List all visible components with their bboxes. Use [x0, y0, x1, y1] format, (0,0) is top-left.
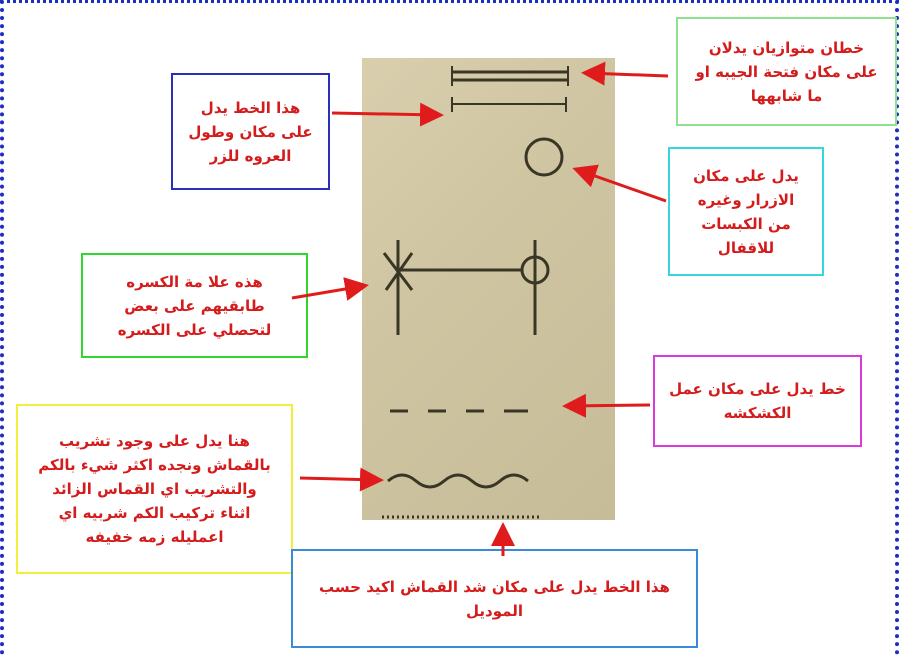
note-fold-mark-text: هذه علا مة الكسره طابقيهم على بعض لتحصلي… — [117, 272, 272, 339]
arrow-ease-line — [299, 467, 384, 492]
note-ease-line: هنا يدل على وجود تشريب بالقماش ونجده اكث… — [16, 404, 293, 574]
note-grain-line-text: هذا الخط يدل على مكان شد القماش اكيد حسب… — [319, 577, 670, 620]
buttonhole-symbol — [451, 97, 567, 112]
note-buttonhole-text: هذا الخط يدل على مكان وطول العروه للزر — [188, 98, 313, 165]
arrow-fold-mark — [291, 277, 369, 301]
pattern-paper — [362, 58, 615, 520]
note-button-place: يدل على مكان الازرار وغيره من الكبسات لل… — [668, 147, 824, 276]
note-gather-line-text: خط يدل على مكان عمل الكشكشه — [669, 380, 846, 422]
note-ease-line-text: هنا يدل على وجود تشريب بالقماش ونجده اكث… — [38, 432, 271, 546]
note-parallel-lines-text: خطان متوازيان يدلان على مكان فتحة الجيبه… — [695, 38, 878, 105]
arrow-button-place — [572, 164, 667, 203]
note-parallel-lines: خطان متوازيان يدلان على مكان فتحة الجيبه… — [676, 17, 897, 126]
fold-mark-symbol — [382, 240, 550, 335]
button-circle-symbol — [524, 137, 564, 177]
arrow-gather-line — [562, 393, 651, 418]
parallel-lines-symbol — [451, 66, 569, 86]
note-fold-mark: هذه علا مة الكسره طابقيهم على بعض لتحصلي… — [81, 253, 308, 358]
arrow-buttonhole — [331, 102, 444, 127]
note-button-place-text: يدل على مكان الازرار وغيره من الكبسات لل… — [693, 166, 799, 257]
arrow-parallel-lines — [581, 61, 669, 86]
ease-wavy-line-symbol — [387, 473, 529, 489]
note-gather-line: خط يدل على مكان عمل الكشكشه — [653, 355, 862, 447]
note-grain-line: هذا الخط يدل على مكان شد القماش اكيد حسب… — [291, 549, 698, 648]
note-buttonhole: هذا الخط يدل على مكان وطول العروه للزر — [171, 73, 330, 190]
